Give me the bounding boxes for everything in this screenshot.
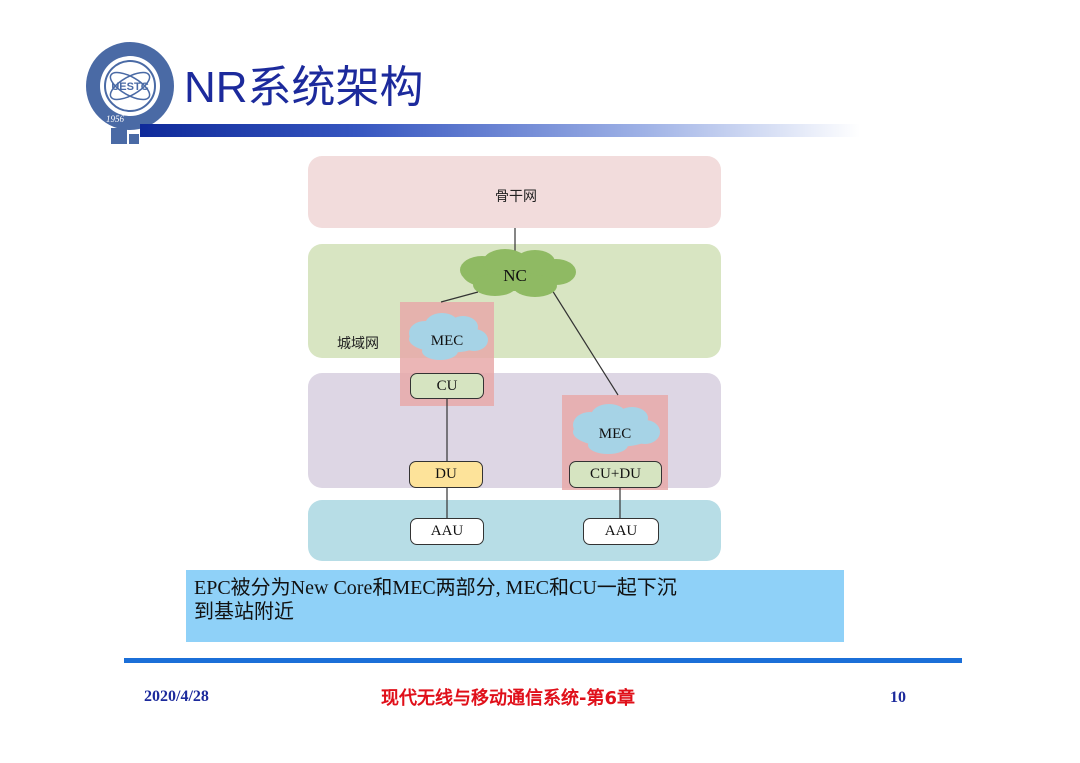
corner-decoration [111, 128, 127, 144]
logo-text: UESTC [111, 81, 148, 93]
backbone-label: 骨干网 [495, 190, 537, 205]
aau-layer [308, 500, 721, 561]
aau-node-left: AAU [410, 518, 484, 545]
footer-course-title: 现代无线与移动通信系统-第6章 [381, 688, 635, 709]
aau-node-right: AAU [583, 518, 659, 545]
cu-du-node: CU+DU [569, 461, 662, 488]
university-logo: UESTC 1956 [86, 42, 174, 130]
caption-line-1: EPC被分为New Core和MEC两部分, MEC和CU一起下沉 [194, 577, 677, 599]
backbone-layer [308, 156, 721, 228]
title-underline [140, 124, 860, 137]
cu-node: CU [410, 373, 484, 399]
caption-box: EPC被分为New Core和MEC两部分, MEC和CU一起下沉 到基站附近 [186, 570, 844, 642]
logo-year: 1956 [106, 114, 125, 124]
page-number: 10 [890, 689, 906, 706]
metro-label: 城域网 [337, 337, 379, 352]
corner-decoration [129, 134, 139, 144]
caption-line-2: 到基站附近 [194, 601, 294, 623]
du-node: DU [409, 461, 483, 488]
footer-date: 2020/4/28 [144, 688, 209, 705]
slide-title: NR系统架构 [184, 63, 424, 112]
footer-divider [124, 658, 962, 663]
